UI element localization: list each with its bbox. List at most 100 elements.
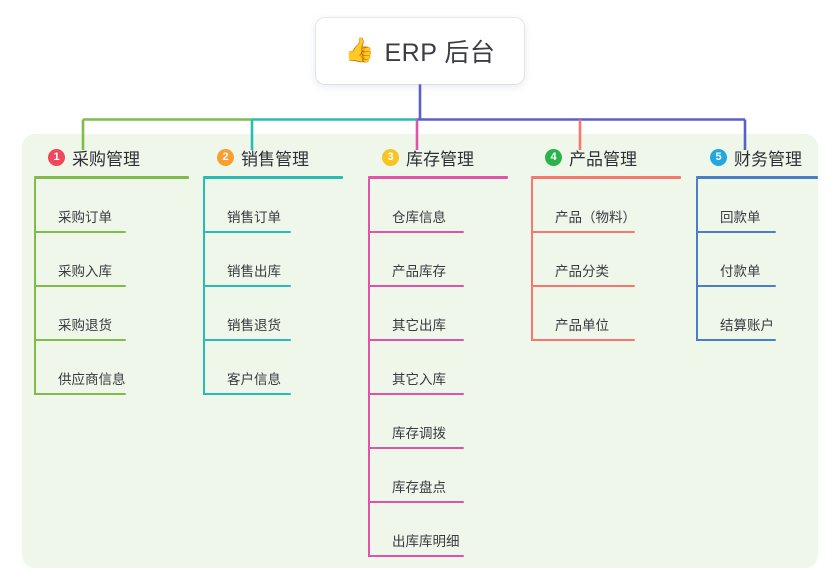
leaf-underline: [203, 231, 291, 233]
leaf-underline: [34, 393, 126, 395]
leaf-list: 回款单付款单结算账户: [696, 179, 818, 341]
leaf-item[interactable]: 库存盘点: [368, 449, 508, 503]
column-3: 3 库存管理仓库信息产品库存其它出库其它入库库存调拨库存盘点出库库明细: [368, 144, 508, 557]
column-underline: [368, 176, 508, 179]
leaf-underline: [531, 285, 635, 287]
leaf-item-label: 其它入库: [392, 372, 446, 387]
leaf-list: 仓库信息产品库存其它出库其它入库库存调拨库存盘点出库库明细: [368, 179, 508, 557]
leaf-underline: [368, 339, 464, 341]
column-header-5[interactable]: 5 财务管理: [696, 144, 818, 170]
leaf-spine: [34, 179, 36, 395]
leaf-underline: [368, 447, 464, 449]
leaf-list: 销售订单销售出库销售退货客户信息: [203, 179, 343, 395]
leaf-underline: [203, 393, 291, 395]
leaf-underline: [368, 501, 464, 503]
leaf-item-label: 仓库信息: [392, 210, 446, 225]
leaf-item-label: 采购订单: [58, 210, 112, 225]
leaf-item-label: 结算账户: [720, 318, 774, 333]
leaf-underline: [696, 285, 776, 287]
leaf-item-label: 采购退货: [58, 318, 112, 333]
leaf-spine: [203, 179, 205, 395]
leaf-item[interactable]: 库存调拨: [368, 395, 508, 449]
leaf-item[interactable]: 产品分类: [531, 233, 681, 287]
leaf-item[interactable]: 销售出库: [203, 233, 343, 287]
leaf-item-label: 产品单位: [555, 318, 609, 333]
leaf-item-label: 产品（物料）: [555, 210, 636, 225]
column-underline: [696, 176, 818, 179]
leaf-list: 采购订单采购入库采购退货供应商信息: [34, 179, 189, 395]
leaf-item-label: 销售出库: [227, 264, 281, 279]
leaf-item-label: 产品分类: [555, 264, 609, 279]
column-underline: [531, 176, 681, 179]
column-badge-icon: 1: [48, 148, 65, 166]
column-header-3[interactable]: 3 库存管理: [368, 144, 508, 170]
leaf-item-label: 销售退货: [227, 318, 281, 333]
column-badge-icon: 3: [382, 148, 399, 166]
leaf-item[interactable]: 结算账户: [696, 287, 818, 341]
leaf-item[interactable]: 产品单位: [531, 287, 681, 341]
leaf-item-label: 其它出库: [392, 318, 446, 333]
leaf-item[interactable]: 出库库明细: [368, 503, 508, 557]
leaf-underline: [34, 339, 126, 341]
column-4: 4 产品管理产品（物料） 产品分类产品单位: [531, 144, 681, 341]
leaf-item[interactable]: 其它出库: [368, 287, 508, 341]
leaf-item[interactable]: 回款单: [696, 179, 818, 233]
leaf-item[interactable]: 产品（物料）: [531, 179, 681, 233]
column-badge-icon: 5: [710, 148, 727, 166]
leaf-item[interactable]: 其它入库: [368, 341, 508, 395]
leaf-item[interactable]: 采购入库: [34, 233, 189, 287]
leaf-underline: [368, 393, 464, 395]
column-5: 5 财务管理回款单付款单结算账户: [696, 144, 818, 341]
leaf-item[interactable]: 仓库信息: [368, 179, 508, 233]
leaf-item[interactable]: 采购退货: [34, 287, 189, 341]
leaf-underline: [696, 231, 776, 233]
leaf-item-label: 销售订单: [227, 210, 281, 225]
leaf-item[interactable]: 客户信息: [203, 341, 343, 395]
leaf-item-label: 回款单: [720, 210, 761, 225]
leaf-item-label: 付款单: [720, 264, 761, 279]
column-header-1[interactable]: 1 采购管理: [34, 144, 189, 170]
column-title: 产品管理: [569, 149, 637, 169]
root-node-title: ERP 后台: [384, 39, 496, 67]
leaf-item-label: 产品库存: [392, 264, 446, 279]
leaf-list: 产品（物料） 产品分类产品单位: [531, 179, 681, 341]
root-node[interactable]: 👍 ERP 后台: [316, 18, 524, 84]
leaf-item[interactable]: 采购订单: [34, 179, 189, 233]
column-title: 库存管理: [406, 149, 474, 169]
leaf-item[interactable]: 产品库存: [368, 233, 508, 287]
leaf-item-label: 采购入库: [58, 264, 112, 279]
leaf-item-label: 客户信息: [227, 372, 281, 387]
column-badge-icon: 2: [217, 148, 234, 166]
leaf-spine: [368, 179, 370, 557]
leaf-underline: [696, 339, 776, 341]
leaf-underline: [368, 231, 464, 233]
column-title: 财务管理: [734, 149, 802, 169]
leaf-underline: [368, 285, 464, 287]
leaf-item-label: 出库库明细: [392, 534, 460, 549]
leaf-item-label: 供应商信息: [58, 372, 126, 387]
leaf-underline: [531, 231, 635, 233]
column-header-4[interactable]: 4 产品管理: [531, 144, 681, 170]
leaf-spine: [696, 179, 698, 341]
leaf-underline: [203, 285, 291, 287]
leaf-item[interactable]: 付款单: [696, 233, 818, 287]
mindmap-panel: [22, 134, 818, 568]
leaf-item[interactable]: 销售订单: [203, 179, 343, 233]
leaf-item[interactable]: 供应商信息: [34, 341, 189, 395]
leaf-item[interactable]: 销售退货: [203, 287, 343, 341]
column-underline: [203, 176, 343, 179]
leaf-underline: [368, 555, 464, 557]
thumbs-up-icon: 👍: [344, 37, 375, 64]
leaf-item-label: 库存盘点: [392, 480, 446, 495]
leaf-spine: [531, 179, 533, 341]
leaf-underline: [531, 339, 635, 341]
leaf-underline: [34, 231, 126, 233]
leaf-underline: [34, 285, 126, 287]
column-underline: [34, 176, 189, 179]
leaf-item-label: 库存调拨: [392, 426, 446, 441]
column-badge-icon: 4: [545, 148, 562, 166]
column-title: 采购管理: [72, 149, 140, 169]
